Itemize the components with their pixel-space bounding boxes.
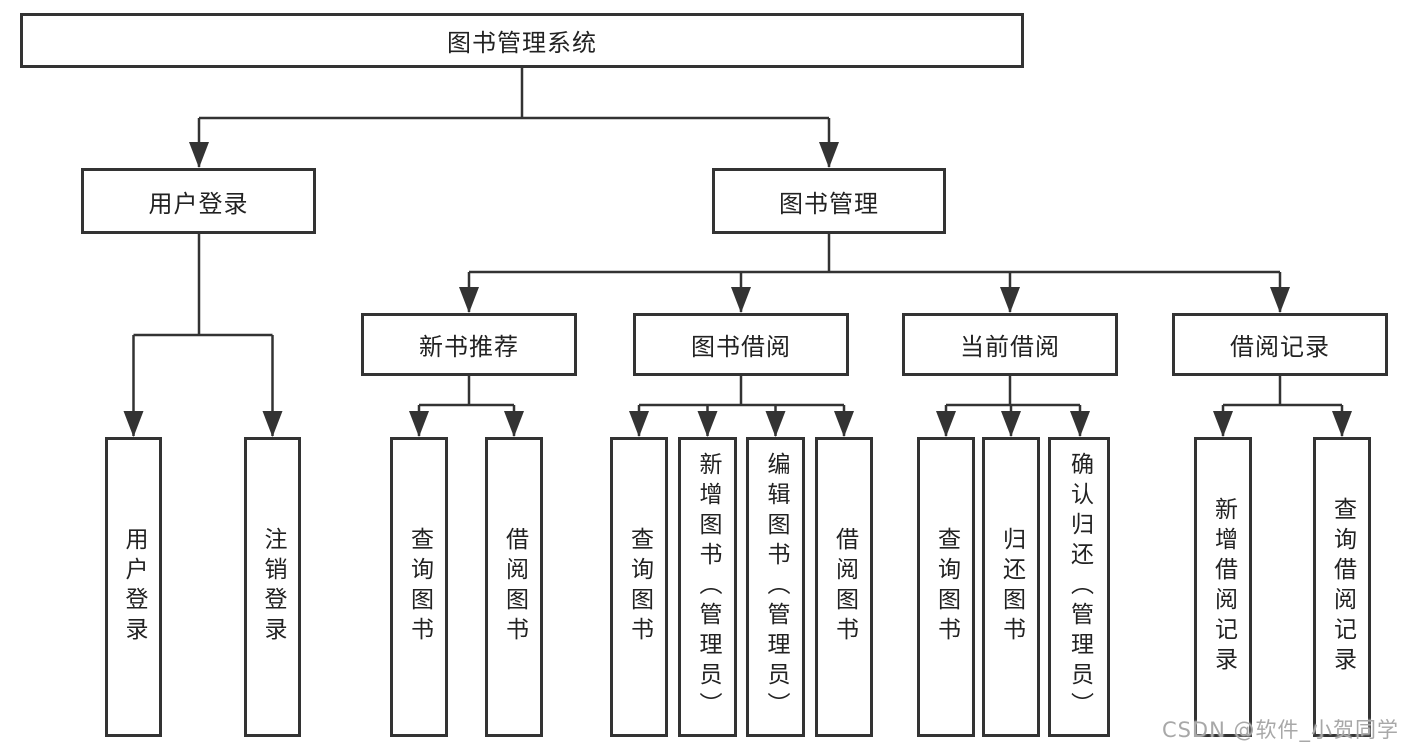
- leaf-add-books-admin-label: 新增图书（管理员）: [695, 452, 721, 722]
- connector-arrows: [123, 118, 1352, 437]
- node-new-book-recommend-label: 新书推荐: [419, 333, 519, 361]
- leaf-borrowing-borrow-books: 借阅图书: [815, 437, 873, 737]
- leaf-query-borrow-record-label: 查询借阅记录: [1329, 497, 1356, 677]
- node-new-book-recommend: 新书推荐: [361, 313, 577, 376]
- leaf-borrowing-borrow-books-label: 借阅图书: [831, 527, 858, 647]
- node-book-borrowing-label: 图书借阅: [691, 333, 791, 361]
- leaf-user-login: 用户登录: [105, 437, 162, 737]
- leaf-return-books-label: 归还图书: [998, 527, 1025, 647]
- node-book-management-label: 图书管理: [779, 189, 879, 218]
- leaf-edit-books-admin: 编辑图书（管理员）: [746, 437, 805, 737]
- leaf-logout-label: 注销登录: [260, 527, 286, 647]
- leaf-recommend-query-books-label: 查询图书: [406, 527, 433, 647]
- node-user-login: 用户登录: [81, 168, 316, 234]
- leaf-add-borrow-record: 新增借阅记录: [1194, 437, 1252, 737]
- leaf-recommend-query-books: 查询图书: [390, 437, 448, 737]
- leaf-return-books: 归还图书: [982, 437, 1040, 737]
- node-book-management: 图书管理: [712, 168, 946, 234]
- leaf-query-borrow-record: 查询借阅记录: [1313, 437, 1371, 737]
- leaf-confirm-return-admin: 确认归还（管理员）: [1048, 437, 1110, 737]
- leaf-logout: 注销登录: [244, 437, 301, 737]
- leaf-current-query-books: 查询图书: [917, 437, 975, 737]
- leaf-edit-books-admin-label: 编辑图书（管理员）: [763, 452, 789, 722]
- node-book-borrowing: 图书借阅: [633, 313, 849, 376]
- connector-buses: [133, 68, 1342, 407]
- leaf-recommend-borrow-books-label: 借阅图书: [501, 527, 528, 647]
- leaf-recommend-borrow-books: 借阅图书: [485, 437, 543, 737]
- node-borrowing-records-label: 借阅记录: [1230, 333, 1330, 361]
- node-user-login-label: 用户登录: [148, 189, 249, 218]
- leaf-borrowing-query-books-label: 查询图书: [626, 527, 653, 647]
- node-current-borrowing: 当前借阅: [902, 313, 1118, 376]
- leaf-borrowing-query-books: 查询图书: [610, 437, 668, 737]
- leaf-current-query-books-label: 查询图书: [933, 527, 960, 647]
- node-root-label: 图书管理系统: [447, 29, 597, 57]
- leaf-add-books-admin: 新增图书（管理员）: [678, 437, 737, 737]
- node-current-borrowing-label: 当前借阅: [960, 333, 1060, 361]
- node-borrowing-records: 借阅记录: [1172, 313, 1388, 376]
- csdn-watermark: CSDN @软件_小贺同学: [1161, 718, 1399, 742]
- leaf-confirm-return-admin-label: 确认归还（管理员）: [1066, 452, 1093, 722]
- leaf-add-borrow-record-label: 新增借阅记录: [1210, 497, 1237, 677]
- leaf-user-login-label: 用户登录: [121, 527, 147, 647]
- node-root-library-system: 图书管理系统: [20, 13, 1024, 68]
